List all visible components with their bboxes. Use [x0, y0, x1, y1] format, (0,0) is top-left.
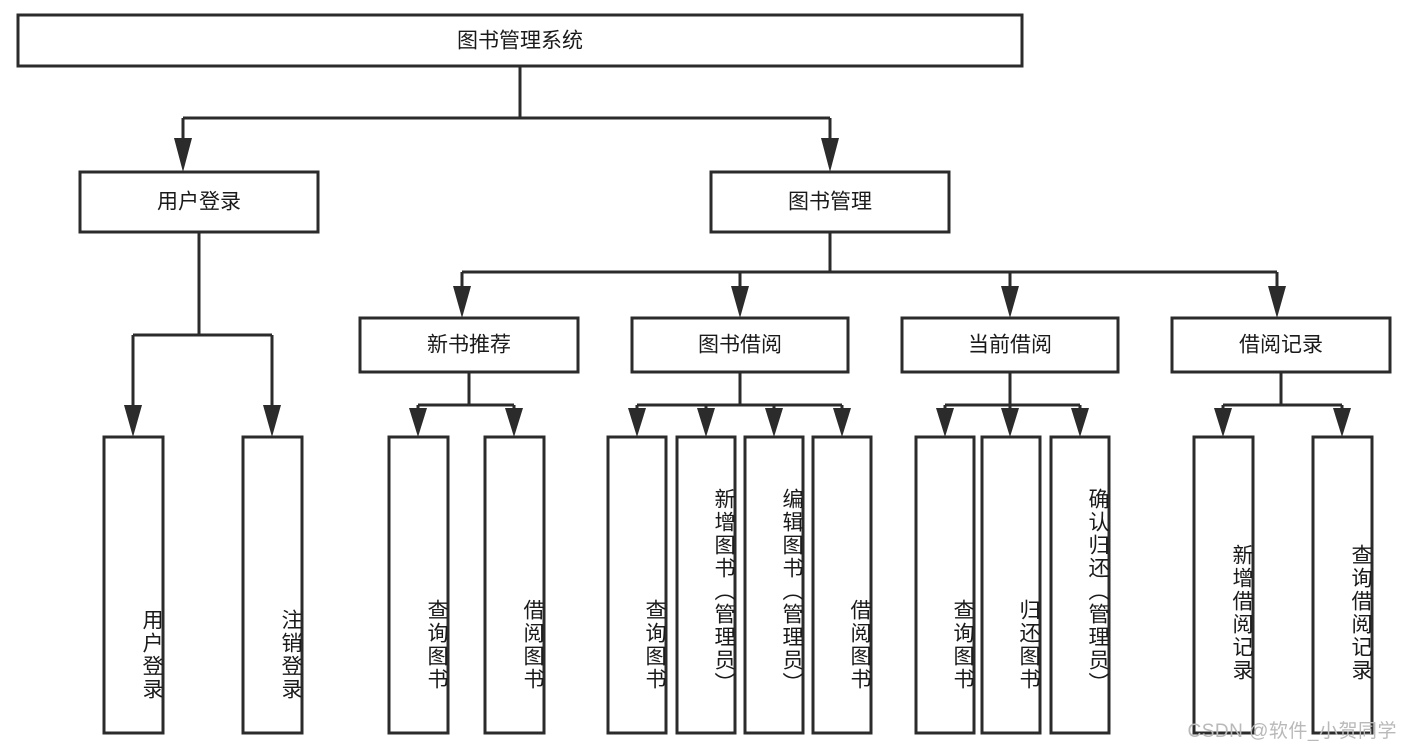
node-borrow-record-box[interactable] [1170, 316, 1392, 374]
leaf-query-book-1-box[interactable] [387, 435, 450, 735]
node-root-box[interactable] [16, 13, 1024, 68]
node-book-manage-box[interactable] [709, 170, 951, 234]
arrow-to-leaf-query-record [1333, 408, 1351, 437]
arrow-to-new-book-recommend [453, 286, 471, 318]
leaf-user-login-box[interactable] [102, 435, 165, 735]
node-book-borrow-label: 图书借阅 [698, 334, 782, 357]
node-book-borrow[interactable]: 图书借阅 [630, 316, 850, 374]
arrow-to-leaf-borrow-book-1 [505, 408, 523, 437]
node-borrow-record[interactable]: 借阅记录 [1170, 316, 1392, 374]
node-book-borrow-box[interactable] [630, 316, 850, 374]
arrow-to-book-manage [821, 138, 839, 172]
node-book-manage[interactable]: 图书管理 [709, 170, 951, 234]
arrow-to-leaf-edit-book [765, 408, 783, 437]
node-root[interactable]: 图书管理系统 [16, 13, 1024, 68]
leaf-return-book-box[interactable] [980, 435, 1042, 735]
arrow-to-leaf-borrow-book-2 [833, 408, 851, 437]
node-new-book-recommend-label: 新书推荐 [427, 334, 511, 357]
leaf-borrow-book-1-box[interactable] [483, 435, 546, 735]
edge-userlogin-bus [131, 232, 274, 405]
leaf-query-record-box[interactable] [1311, 435, 1374, 735]
node-user-login[interactable]: 用户登录 [78, 170, 320, 234]
arrow-to-leaf-query-book-3 [936, 408, 954, 437]
node-root-label: 图书管理系统 [457, 30, 583, 53]
leaf-query-book-2-box[interactable] [606, 435, 668, 735]
node-user-login-box[interactable] [78, 170, 320, 234]
arrow-to-leaf-query-book-1 [409, 408, 427, 437]
edge-newbook-bus [416, 372, 516, 414]
edge-borrowrecord-bus [1221, 372, 1344, 414]
arrow-to-leaf-add-record [1214, 408, 1232, 437]
leaf-boxes [102, 435, 1374, 735]
node-user-login-label: 用户登录 [157, 191, 241, 214]
arrow-to-leaf-confirm-return [1071, 408, 1089, 437]
arrow-to-leaf-add-book [697, 408, 715, 437]
node-book-manage-label: 图书管理 [788, 191, 872, 214]
leaf-edit-book-box[interactable] [743, 435, 805, 735]
node-current-borrow-box[interactable] [900, 316, 1120, 374]
node-current-borrow-label: 当前借阅 [968, 334, 1052, 357]
edge-bookmanage-bus [460, 232, 1279, 288]
node-borrow-record-label: 借阅记录 [1239, 334, 1323, 357]
watermark-text: CSDN @软件_小贺同学 [1187, 721, 1397, 742]
node-current-borrow[interactable]: 当前借阅 [900, 316, 1120, 374]
arrow-to-user-login [174, 138, 192, 172]
leaf-user-logout-box[interactable] [241, 435, 304, 735]
connector-layer [124, 65, 1351, 437]
arrow-to-book-borrow [731, 286, 749, 318]
edge-root-bus [181, 65, 832, 138]
edge-currentborrow-bus [943, 372, 1082, 414]
arrow-to-leaf-user-logout [263, 405, 281, 437]
node-new-book-recommend-box[interactable] [358, 316, 580, 374]
leaf-borrow-book-2-box[interactable] [811, 435, 873, 735]
leaf-query-book-3-box[interactable] [914, 435, 976, 735]
leaf-confirm-return-box[interactable] [1049, 435, 1111, 735]
leaf-add-record-box[interactable] [1192, 435, 1255, 735]
arrow-to-leaf-return-book [1001, 408, 1019, 437]
edge-bookborrow-bus [635, 372, 844, 414]
leaf-add-book-box[interactable] [675, 435, 737, 735]
arrow-to-current-borrow [1001, 286, 1019, 318]
arrow-to-leaf-user-login [124, 405, 142, 437]
node-new-book-recommend[interactable]: 新书推荐 [358, 316, 580, 374]
arrow-to-borrow-record [1268, 286, 1286, 318]
arrow-to-leaf-query-book-2 [628, 408, 646, 437]
